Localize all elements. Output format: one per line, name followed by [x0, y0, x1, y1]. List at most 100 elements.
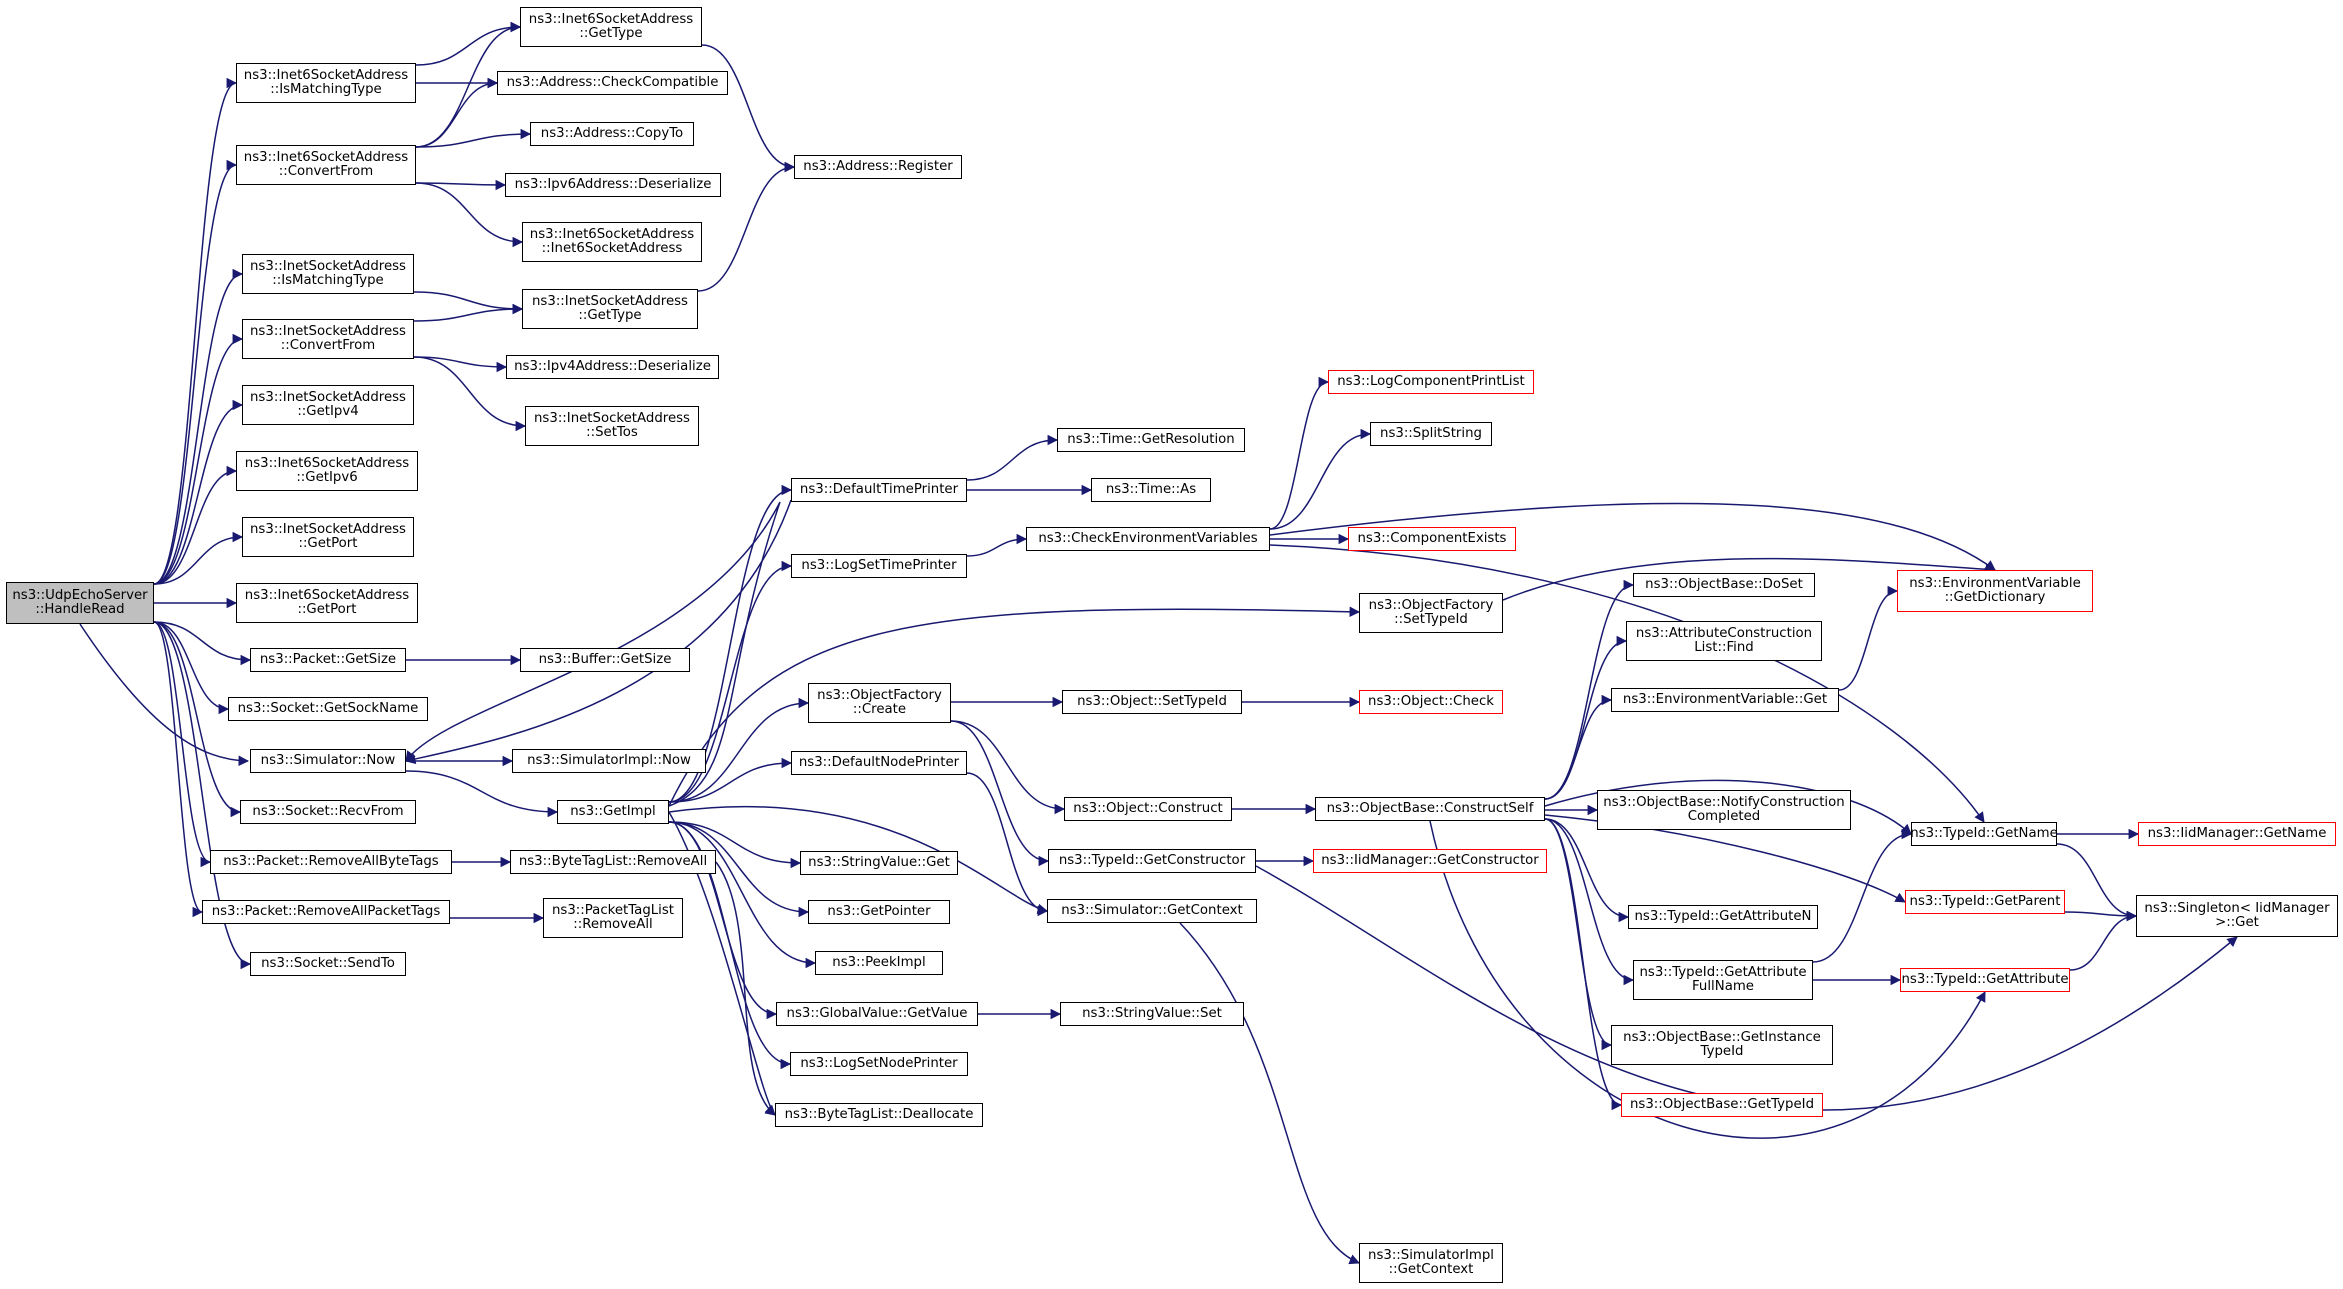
node-tid-get-attr[interactable]: ns3::TypeId::GetAttribute	[1900, 968, 2070, 992]
node-ptl-rem-all[interactable]: ns3::PacketTagList ::RemoveAll	[543, 898, 683, 938]
node-log-set-time-printer[interactable]: ns3::LogSetTimePrinter	[791, 554, 967, 578]
edge-i6GetType-to-addrRegister	[701, 44, 796, 173]
node-pkt-rem-pkt[interactable]: ns3::Packet::RemoveAllPacketTags	[202, 900, 450, 924]
node-addr-register[interactable]: ns3::Address::Register	[794, 155, 962, 179]
node-iid-get-name[interactable]: ns3::IidManager::GetName	[2138, 822, 2336, 846]
node-ac-find[interactable]: ns3::AttributeConstruction List::Find	[1626, 621, 1822, 661]
node-obj-fact-create[interactable]: ns3::ObjectFactory ::Create	[808, 683, 951, 723]
node-i6-get-type[interactable]: ns3::Inet6SocketAddress ::GetType	[520, 7, 702, 47]
node-btl-rem-all[interactable]: ns3::ByteTagList::RemoveAll	[510, 850, 716, 874]
node-ob-get-inst-tid[interactable]: ns3::ObjectBase::GetInstance TypeId	[1611, 1025, 1833, 1065]
edge-getImpl-to-objFactSetTypeId	[668, 606, 1361, 807]
node-sock-recv-from[interactable]: ns3::Socket::RecvFrom	[240, 800, 416, 824]
node-ev-get[interactable]: ns3::EnvironmentVariable::Get	[1611, 688, 1839, 712]
edge-root-to-i4GetIpv4	[153, 399, 244, 585]
edge-obConstructSelf-to-tidGetAttrFull	[1544, 818, 1635, 986]
edge-tidGetCtor-to-singletonGet	[1255, 865, 2238, 1111]
edge-root-to-pktGetSize	[153, 621, 252, 666]
node-str-val-set[interactable]: ns3::StringValue::Set	[1060, 1002, 1244, 1026]
node-obj-set-type-id[interactable]: ns3::Object::SetTypeId	[1062, 690, 1242, 714]
node-i6-get-port[interactable]: ns3::Inet6SocketAddress ::GetPort	[236, 583, 418, 623]
edge-root-to-pktRemPkt	[153, 621, 204, 918]
node-pkt-rem-byte[interactable]: ns3::Packet::RemoveAllByteTags	[210, 850, 452, 874]
node-split-string[interactable]: ns3::SplitString	[1370, 422, 1492, 446]
node-tid-get-parent[interactable]: ns3::TypeId::GetParent	[1905, 890, 2065, 914]
node-peek-impl[interactable]: ns3::PeekImpl	[815, 951, 943, 975]
node-sim-get-context[interactable]: ns3::Simulator::GetContext	[1047, 899, 1257, 923]
node-sock-send-to[interactable]: ns3::Socket::SendTo	[250, 952, 406, 976]
node-i4-conv[interactable]: ns3::InetSocketAddress ::ConvertFrom	[242, 319, 414, 359]
edge-root-to-i6GetIpv6	[153, 465, 238, 585]
edge-i6Conv-to-addrCopyTo	[415, 128, 532, 148]
node-i4-get-type[interactable]: ns3::InetSocketAddress ::GetType	[522, 289, 698, 329]
edge-obConstructSelf-to-acFind	[1544, 635, 1628, 800]
node-i6-is-match[interactable]: ns3::Inet6SocketAddress ::IsMatchingType	[236, 63, 416, 103]
node-singleton-get[interactable]: ns3::Singleton< IidManager >::Get	[2136, 895, 2338, 937]
edge-checkEnv-to-logCompPrintList	[1269, 376, 1330, 530]
node-comp-exists[interactable]: ns3::ComponentExists	[1348, 527, 1516, 551]
node-def-node-printer[interactable]: ns3::DefaultNodePrinter	[791, 751, 967, 775]
node-tid-get-name[interactable]: ns3::TypeId::GetName	[1910, 822, 2058, 846]
node-log-set-node-printer[interactable]: ns3::LogSetNodePrinter	[790, 1052, 968, 1076]
node-tid-get-attr-full[interactable]: ns3::TypeId::GetAttribute FullName	[1633, 960, 1813, 1000]
node-obj-construct[interactable]: ns3::Object::Construct	[1064, 797, 1232, 821]
node-check-env[interactable]: ns3::CheckEnvironmentVariables	[1026, 527, 1270, 551]
node-obj-fact-set-type-id[interactable]: ns3::ObjectFactory ::SetTypeId	[1359, 593, 1503, 633]
edge-defTimePrinter-to-timeGetRes	[966, 434, 1059, 481]
edge-objFactCreate-to-objConstruct	[950, 720, 1066, 815]
node-i6-conv[interactable]: ns3::Inet6SocketAddress ::ConvertFrom	[236, 145, 416, 185]
node-sim-now[interactable]: ns3::Simulator::Now	[250, 749, 406, 773]
edge-getImpl-to-peekImpl	[668, 821, 817, 969]
node-ob-construct-self[interactable]: ns3::ObjectBase::ConstructSelf	[1315, 797, 1545, 821]
node-btl-dealloc[interactable]: ns3::ByteTagList::Deallocate	[775, 1103, 983, 1127]
node-iid-get-ctor[interactable]: ns3::IidManager::GetConstructor	[1313, 849, 1547, 873]
node-i4-is-match[interactable]: ns3::InetSocketAddress ::IsMatchingType	[242, 254, 414, 294]
edge-checkEnv-to-evGetDict	[1269, 502, 1996, 571]
node-gv-get-value[interactable]: ns3::GlobalValue::GetValue	[776, 1002, 978, 1026]
node-tid-get-attr-n[interactable]: ns3::TypeId::GetAttributeN	[1628, 905, 1818, 929]
node-sim-impl-now[interactable]: ns3::SimulatorImpl::Now	[512, 749, 706, 773]
node-time-get-res[interactable]: ns3::Time::GetResolution	[1057, 428, 1245, 452]
node-tid-get-ctor[interactable]: ns3::TypeId::GetConstructor	[1048, 849, 1256, 873]
node-buf-get-size[interactable]: ns3::Buffer::GetSize	[520, 648, 690, 672]
node-i6-ctor[interactable]: ns3::Inet6SocketAddress ::Inet6SocketAdd…	[522, 222, 702, 262]
node-ob-notify[interactable]: ns3::ObjectBase::NotifyConstruction Comp…	[1597, 790, 1851, 830]
node-i6-get-ipv6[interactable]: ns3::Inet6SocketAddress ::GetIpv6	[236, 451, 418, 491]
node-pkt-get-size[interactable]: ns3::Packet::GetSize	[250, 648, 406, 672]
node-sock-get-sock-name[interactable]: ns3::Socket::GetSockName	[228, 697, 428, 721]
edge-getImpl-to-logSetTimePrinter	[668, 560, 793, 803]
node-ob-get-type-id[interactable]: ns3::ObjectBase::GetTypeId	[1621, 1093, 1823, 1117]
edge-btlRemAll-to-btlDealloc	[715, 861, 776, 1116]
edge-defNodePrinter-to-simGetContext	[966, 772, 1049, 917]
node-log-comp-print-list[interactable]: ns3::LogComponentPrintList	[1328, 370, 1534, 394]
edge-i4IsMatch-to-i4GetType	[413, 291, 524, 315]
node-i4-get-ipv4[interactable]: ns3::InetSocketAddress ::GetIpv4	[242, 385, 414, 425]
edge-logSetTimePrinter-to-checkEnv	[966, 533, 1028, 557]
edge-objFactCreate-to-tidGetCtor	[950, 720, 1050, 867]
node-ipv6-deser[interactable]: ns3::Ipv6Address::Deserialize	[505, 173, 721, 197]
node-sim-impl-get-ctx[interactable]: ns3::SimulatorImpl ::GetContext	[1359, 1243, 1503, 1283]
edge-obConstructSelf-to-obDoSet	[1544, 579, 1635, 800]
node-addr-check[interactable]: ns3::Address::CheckCompatible	[497, 71, 728, 95]
node-ev-get-dict[interactable]: ns3::EnvironmentVariable ::GetDictionary	[1897, 570, 2093, 612]
edge-defTimePrinter-to-simNow	[404, 499, 792, 765]
node-obj-check[interactable]: ns3::Object::Check	[1359, 690, 1503, 714]
node-i4-set-tos[interactable]: ns3::InetSocketAddress ::SetTos	[525, 406, 699, 446]
edge-root-to-i4GetPort	[153, 531, 244, 585]
node-ipv4-deser[interactable]: ns3::Ipv4Address::Deserialize	[506, 355, 719, 379]
node-time-as[interactable]: ns3::Time::As	[1091, 478, 1211, 502]
node-get-pointer[interactable]: ns3::GetPointer	[808, 900, 950, 924]
edge-getImpl-to-getPointer	[668, 821, 810, 918]
node-def-time-printer[interactable]: ns3::DefaultTimePrinter	[791, 478, 967, 502]
node-i4-get-port[interactable]: ns3::InetSocketAddress ::GetPort	[242, 517, 414, 557]
node-addr-copy-to[interactable]: ns3::Address::CopyTo	[530, 122, 694, 146]
edge-i4GetType-to-addrRegister	[697, 161, 796, 292]
edge-getImpl-to-defTimePrinter	[668, 484, 793, 803]
edge-root-to-sockSendTo	[153, 621, 252, 970]
node-ob-do-set[interactable]: ns3::ObjectBase::DoSet	[1633, 573, 1815, 597]
node-str-val-get[interactable]: ns3::StringValue::Get	[800, 851, 958, 875]
node-get-impl[interactable]: ns3::GetImpl	[557, 800, 669, 824]
edge-simNow-to-getImpl	[405, 770, 559, 818]
edge-checkEnv-to-splitString	[1269, 428, 1372, 530]
edge-i6Conv-to-i6Ctor	[415, 182, 524, 248]
